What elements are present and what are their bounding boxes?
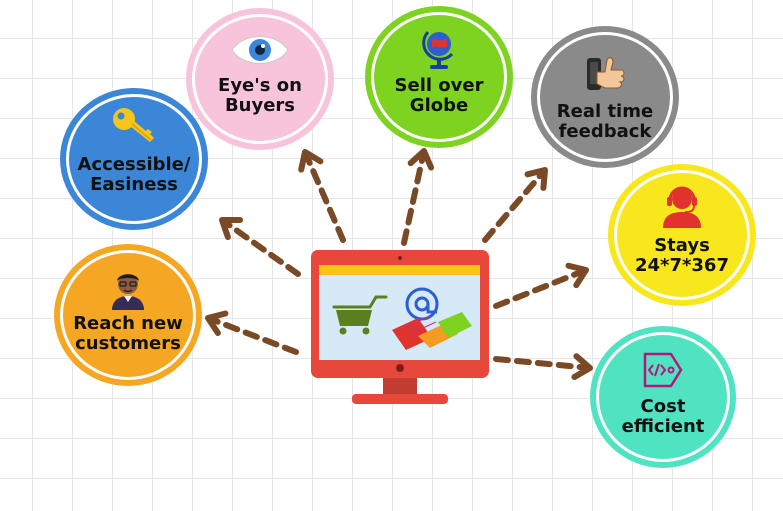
node-label-line: Stays	[654, 235, 710, 256]
node-ring	[596, 332, 730, 462]
support-agent-icon	[608, 182, 756, 228]
node-ring	[371, 12, 507, 142]
node-real-time-feedback: Real time feedback	[531, 26, 679, 168]
globe-icon	[365, 24, 513, 70]
node-stays-24-7-367: Stays 24*7*367	[608, 164, 756, 306]
node-accessible-easiness: Accessible/ Easiness	[60, 88, 208, 230]
node-label-line: Buyers	[224, 95, 296, 116]
arrow-head	[205, 310, 229, 337]
arrow-head	[524, 167, 548, 191]
node-sell-over-globe: Sell over Globe	[365, 6, 513, 148]
node-ring	[60, 250, 196, 380]
monitor-camera	[398, 256, 402, 260]
node-label-line: customers	[75, 333, 181, 354]
monitor-screen-bar	[319, 265, 480, 275]
person-avatar-icon	[54, 268, 202, 310]
monitor-stand-neck	[383, 375, 417, 397]
arrow-line	[493, 356, 588, 371]
monitor-power-button	[396, 364, 404, 372]
shopping-cart-icon	[332, 295, 388, 335]
node-ring	[66, 94, 202, 224]
node-label: Reach new customers	[54, 314, 202, 354]
node-cost-efficient: Cost efficient	[590, 326, 736, 468]
node-label-line: Eye's on	[218, 75, 302, 96]
node-label-line: Easiness	[90, 174, 178, 195]
node-label: Cost efficient	[590, 397, 736, 437]
node-label-line: efficient	[621, 416, 705, 437]
arrow-head	[571, 353, 593, 381]
node-label: Sell over Globe	[365, 76, 513, 116]
arrow-head	[565, 262, 589, 289]
monitor-stand-base	[352, 394, 448, 404]
arrows	[205, 148, 593, 381]
price-tag-icon	[590, 350, 736, 390]
node-ring	[192, 14, 328, 144]
arrow-line	[493, 269, 584, 309]
node-label-line: Real time	[556, 101, 654, 122]
node-label: Eye's on Buyers	[186, 76, 334, 116]
arrow-line	[401, 153, 426, 246]
node-label-line: Cost	[640, 396, 686, 417]
node-reach-new-customers: Reach new customers	[54, 244, 202, 386]
node-label-line: Reach new	[73, 313, 183, 334]
arrow-head	[298, 149, 324, 173]
arrow-line	[482, 171, 545, 243]
node-label-line: 24*7*367	[635, 255, 729, 276]
node-label-line: Accessible/	[77, 154, 191, 175]
node-label: Real time feedback	[531, 102, 679, 142]
arrow-line	[210, 317, 299, 355]
arrow-line	[304, 154, 346, 243]
node-ring	[537, 32, 673, 162]
node-ring	[614, 170, 750, 300]
thumbs-up-icon	[531, 54, 679, 94]
eye-icon	[186, 34, 334, 66]
node-label-line: Globe	[409, 95, 469, 116]
arrow-head	[219, 216, 243, 241]
arrow-head	[407, 148, 435, 171]
node-label-line: feedback	[558, 121, 652, 142]
key-icon	[60, 106, 208, 146]
node-label: Stays 24*7*367	[608, 236, 756, 276]
node-label-line: Sell over	[394, 75, 484, 96]
email-handshake-icon	[392, 287, 472, 350]
node-label: Accessible/ Easiness	[60, 155, 208, 195]
arrow-line	[223, 220, 301, 277]
ecommerce-monitor-icon	[311, 250, 489, 404]
node-eyes-on-buyers: Eye's on Buyers	[186, 8, 334, 150]
